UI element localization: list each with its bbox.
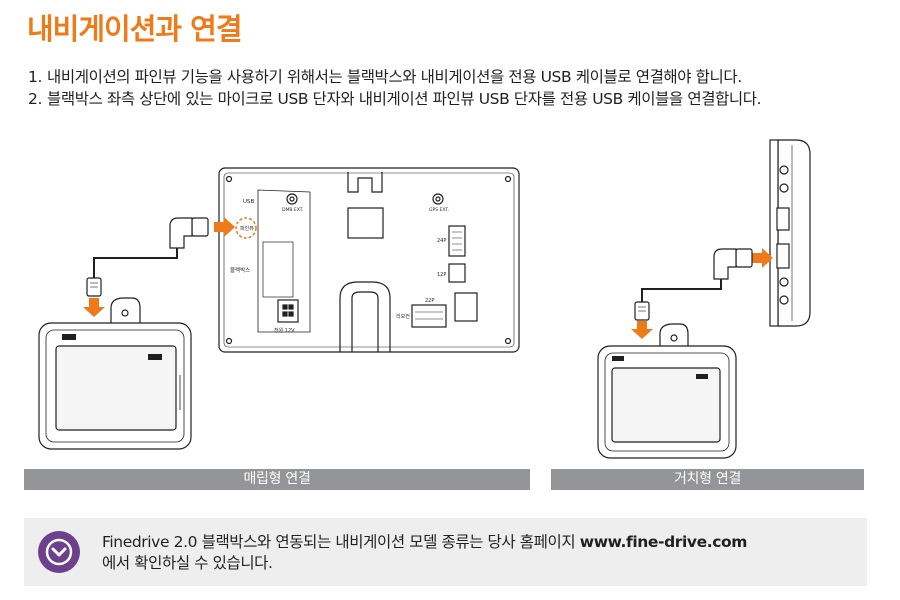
panel-label-22p: 22P: [425, 298, 434, 304]
connection-diagram: USB DMB EXT. GPS EXT. 파인뷰 24P 12P 22P 블랙…: [38, 139, 811, 459]
instruction-text: 내비게이션의 파인뷰 기능을 사용하기 위해서는 블랙박스와 내비게이션을 전용…: [47, 68, 742, 86]
caption-built-in-connection: 매립형 연결: [24, 469, 530, 490]
info-note: Finedrive 2.0 블랙박스와 연동되는 내비게이션 모델 종류는 당사…: [24, 518, 867, 586]
arrow-down-icon: [83, 298, 105, 317]
caption-mounted-connection: 거치형 연결: [551, 469, 864, 490]
instruction-text: 블랙박스 좌측 상단에 있는 마이크로 USB 단자와 내비게이션 파인뷰 US…: [47, 90, 762, 108]
usb-cable-right: [634, 248, 753, 321]
navigation-side-illustration: [769, 139, 811, 327]
blackbox-right-illustration: [597, 323, 737, 459]
arrow-down-icon: [631, 321, 653, 339]
instruction-number: 1.: [28, 68, 42, 86]
panel-label-usb: USB: [243, 199, 255, 205]
panel-label-dmb: DMB EXT.: [282, 207, 303, 213]
panel-label-power: 전원 12V: [274, 327, 295, 334]
fineview-port-highlight: [235, 217, 257, 239]
note-line2: 에서 확인하실 수 있습니다.: [102, 554, 273, 572]
instruction-list: 1. 내비게이션의 파인뷰 기능을 사용하기 위해서는 블랙박스와 내비게이션을 …: [28, 66, 762, 110]
panel-label-fineview: 파인뷰: [240, 225, 254, 232]
panel-label-12p: 12P: [437, 272, 446, 278]
instruction-item: 2. 블랙박스 좌측 상단에 있는 마이크로 USB 단자와 내비게이션 파인뷰 …: [28, 88, 762, 110]
instruction-number: 2.: [28, 90, 42, 108]
arrow-right-icon: [214, 217, 235, 237]
panel-label-gps: GPS EXT.: [429, 207, 449, 213]
blackbox-left-illustration: [38, 297, 192, 450]
note-text: Finedrive 2.0 블랙박스와 연동되는 내비게이션 모델 종류는 당사…: [102, 532, 747, 574]
arrow-right-icon: [752, 248, 773, 268]
chevron-down-icon: [38, 531, 80, 573]
panel-label-24p: 24P: [437, 238, 446, 244]
note-line1: Finedrive 2.0 블랙박스와 연동되는 내비게이션 모델 종류는 당사…: [102, 533, 580, 551]
website-link[interactable]: www.fine-drive.com: [579, 533, 748, 551]
panel-label-remote: 리모컨: [396, 313, 410, 320]
navigation-back-panel-illustration: [218, 167, 520, 353]
panel-label-blackbox: 블랙박스: [230, 266, 250, 274]
instruction-item: 1. 내비게이션의 파인뷰 기능을 사용하기 위해서는 블랙박스와 내비게이션을 …: [28, 66, 761, 88]
page-title: 내비게이션과 연결: [27, 12, 243, 46]
usb-cable-left: [86, 217, 209, 297]
